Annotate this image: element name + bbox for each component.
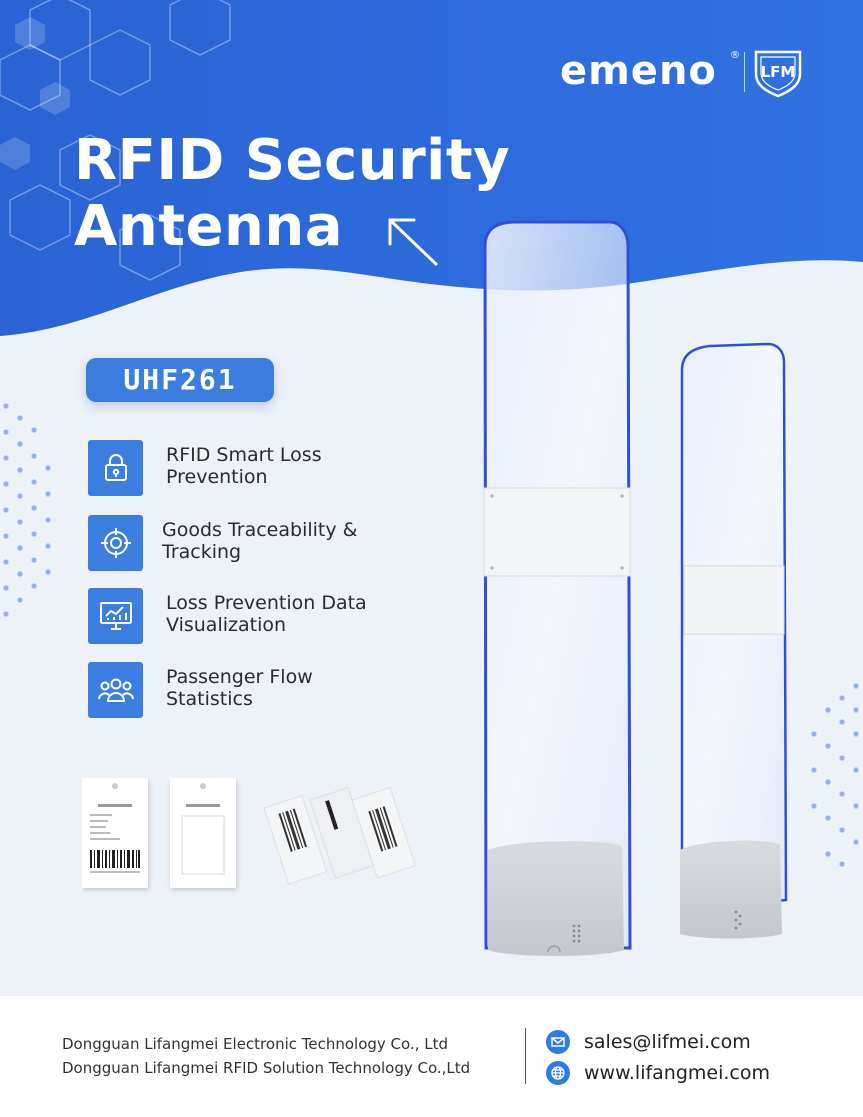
- registered-mark: ®: [730, 50, 740, 61]
- people-icon: [88, 662, 143, 718]
- feature-item: Goods Traceability &Tracking: [88, 515, 428, 571]
- rfid-tags-image: [82, 778, 417, 888]
- title-line-1: RFID Security: [74, 128, 511, 193]
- arrow-up-left-icon: [388, 218, 438, 266]
- brand-name: emeno: [560, 48, 717, 94]
- company-name-2: Dongguan Lifangmei RFID Solution Technol…: [62, 1059, 471, 1077]
- contact-email[interactable]: sales@lifmei.com: [546, 1028, 846, 1056]
- decorative-dots-right: [811, 683, 859, 867]
- lock-icon: [88, 440, 143, 496]
- logo-divider: [744, 52, 745, 92]
- model-badge: UHF261: [86, 358, 274, 402]
- shield-badge-icon: LFM: [754, 50, 802, 98]
- footer-divider: [525, 1028, 526, 1084]
- company-name-1: Dongguan Lifangmei Electronic Technology…: [62, 1035, 449, 1053]
- globe-icon: [546, 1061, 570, 1085]
- rfid-antenna-gates-image: [483, 220, 788, 956]
- company-names: Dongguan Lifangmei Electronic Technology…: [62, 1032, 470, 1080]
- feature-label: Goods Traceability &Tracking: [162, 519, 358, 563]
- monitor-chart-icon: [88, 588, 143, 644]
- email-link[interactable]: sales@lifmei.com: [584, 1031, 751, 1053]
- footer: Dongguan Lifangmei Electronic Technology…: [0, 996, 863, 1117]
- crosshair-icon: [88, 515, 143, 571]
- title-line-2: Antenna: [74, 194, 343, 259]
- page-title: RFID Security Antenna: [74, 128, 510, 260]
- mail-icon: [546, 1030, 570, 1054]
- contact-website[interactable]: www.lifangmei.com: [546, 1059, 846, 1087]
- badge-text: LFM: [761, 63, 796, 81]
- decorative-dots-left: [3, 403, 51, 617]
- hero-wave-background: [0, 0, 863, 336]
- brand-logo: emeno ® LFM: [560, 46, 810, 102]
- website-link[interactable]: www.lifangmei.com: [584, 1062, 771, 1084]
